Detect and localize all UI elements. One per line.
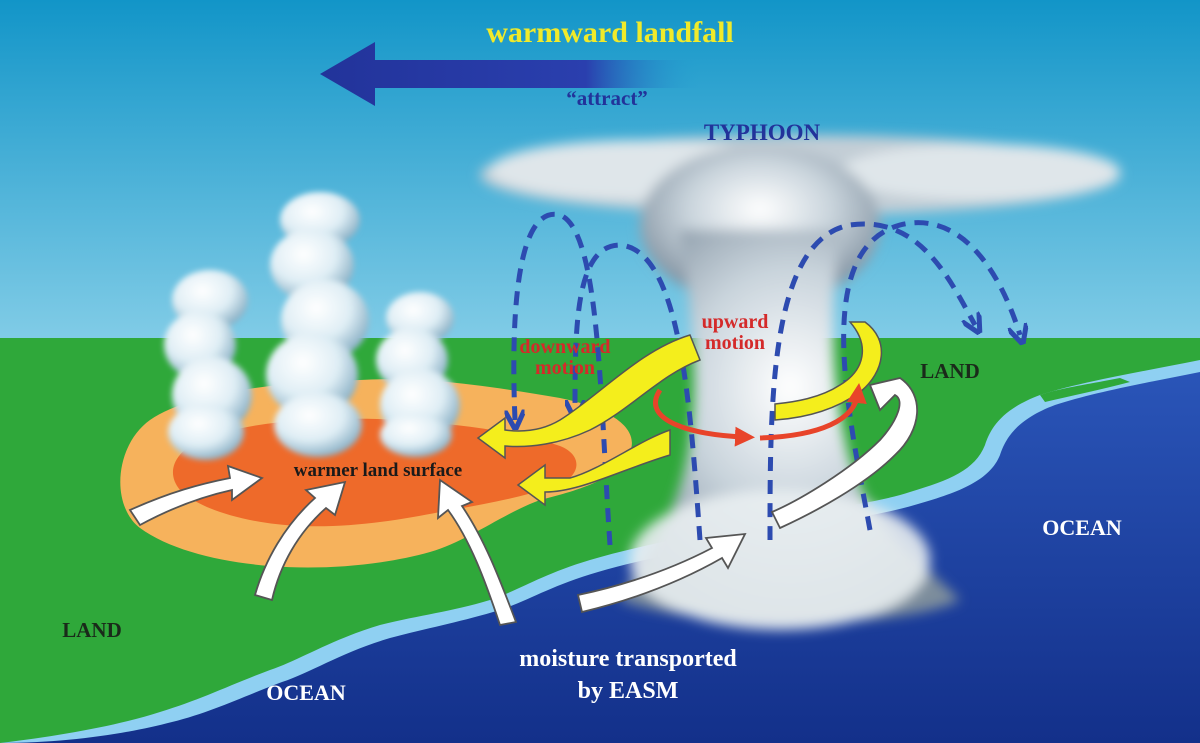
- attract-label: “attract”: [566, 86, 648, 110]
- upward-motion-label-2: motion: [705, 332, 765, 354]
- moisture-label-1: moisture transported: [519, 646, 737, 672]
- land-label-right: LAND: [920, 359, 980, 383]
- ocean-label-right: OCEAN: [1042, 515, 1122, 540]
- typhoon-label: TYPHOON: [704, 120, 821, 145]
- title-label: warmward landfall: [486, 16, 734, 49]
- land-label-left: LAND: [62, 618, 122, 642]
- downward-motion-label-1: downward: [519, 336, 610, 358]
- downward-motion-label-2: motion: [535, 357, 595, 379]
- ocean-label-left: OCEAN: [266, 680, 346, 705]
- moisture-label-2: by EASM: [578, 678, 679, 704]
- upward-motion-label-1: upward: [702, 311, 769, 333]
- warmer-land-surface-label: warmer land surface: [294, 460, 463, 481]
